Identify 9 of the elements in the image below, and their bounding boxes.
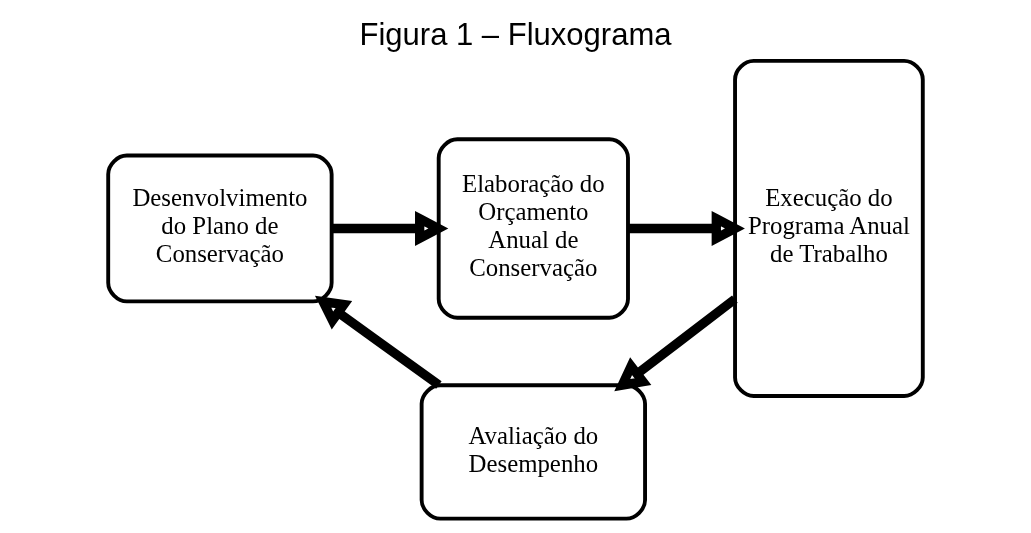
arrow	[314, 295, 442, 389]
node-box: Execução do Programa Anual de Trabalho	[733, 58, 925, 398]
node-box: Avaliação do Desempenho	[419, 383, 647, 521]
node-box: Desenvolvimento do Plano de Conservação	[106, 153, 334, 304]
node-box: Elaboração do Orçamento Anual de Conservação	[436, 137, 630, 320]
diagram-title: Figura 1 – Fluxograma	[359, 17, 672, 53]
arrow	[614, 295, 738, 392]
arrow	[628, 211, 745, 246]
arrow	[331, 211, 449, 246]
